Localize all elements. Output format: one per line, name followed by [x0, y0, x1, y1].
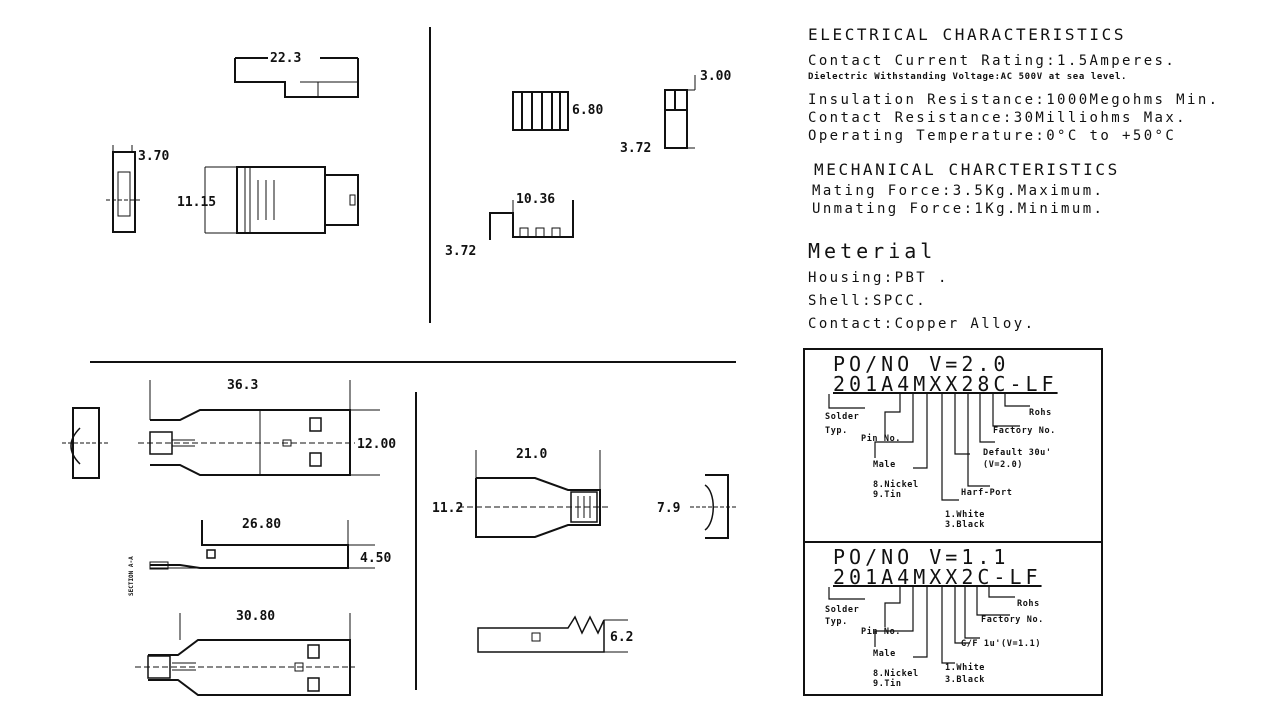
dim-11-15: 11.15: [177, 195, 216, 210]
dim-26-80: 26.80: [242, 517, 281, 532]
ordering-leaders: [828, 587, 1015, 664]
dim-22-3: 22.3: [270, 51, 301, 66]
label-typ: Typ.: [825, 617, 848, 627]
ordering-title: PO/NO V=1.1: [833, 545, 1010, 569]
label-solder: Solder: [825, 605, 860, 615]
label-rohs: Rohs: [1017, 599, 1040, 609]
label-factory: Factory No.: [981, 615, 1044, 625]
label-default: Default 30u': [983, 448, 1052, 458]
dim-3-72-a: 3.72: [620, 141, 651, 156]
label-default-version: (V=2.0): [983, 460, 1024, 470]
material-line: Contact:Copper Alloy.: [808, 316, 1036, 332]
dim-10-36: 10.36: [516, 192, 555, 207]
ordering-box-v1: PO/NO V=1.1 201A4MXX2C-LF Solder Typ. Pi…: [803, 541, 1103, 696]
electrical-line: Operating Temperature:0°C to +50°C: [808, 128, 1177, 144]
dim-6-2: 6.2: [610, 630, 633, 645]
section-label: SECTION A-A: [128, 556, 135, 596]
label-typ: Typ.: [825, 426, 848, 436]
dim-3-72-b: 3.72: [445, 244, 476, 259]
shell-part: [458, 450, 610, 538]
electrical-line: Contact Resistance:30Milliohms Max.: [808, 110, 1188, 126]
usb-plug-side-view: [138, 380, 380, 476]
section-view-left: [62, 407, 110, 479]
contact-part-a: [512, 91, 569, 131]
dim-6-80: 6.80: [572, 103, 603, 118]
dim-12-00: 12.00: [357, 437, 396, 452]
part-number: 201A4MXX2C-LF: [833, 565, 1042, 589]
dim-11-2: 11.2: [432, 501, 463, 516]
contact-part-c: [489, 200, 574, 240]
label-rohs: Rohs: [1029, 408, 1052, 418]
label-white: 1.White: [945, 663, 986, 673]
label-solder: Solder: [825, 412, 860, 422]
dim-7-9: 7.9: [657, 501, 680, 516]
shell-end-view: [690, 474, 738, 539]
material-line: Housing:PBT .: [808, 270, 949, 286]
dim-4-50: 4.50: [360, 551, 391, 566]
usb-plug-bottom-view: [135, 613, 355, 696]
contact-part-b: [664, 75, 696, 149]
part-number: 201A4MXX28C-LF: [833, 372, 1058, 396]
label-nickel: 8.Nickel: [873, 669, 919, 679]
label-nickel: 8.Nickel: [873, 480, 919, 490]
dim-36-3: 36.3: [227, 378, 258, 393]
label-pin: Pin No.: [861, 434, 902, 444]
label-male: Male: [873, 460, 896, 470]
usb-plug-top-view: [149, 520, 375, 570]
mechanical-line: Mating Force:3.5Kg.Maximum.: [812, 183, 1105, 199]
top-view-plug: [234, 57, 359, 98]
electrical-heading: ELECTRICAL CHARACTERISTICS: [808, 25, 1127, 44]
label-tin: 9.Tin: [873, 490, 902, 500]
mechanical-line: Unmating Force:1Kg.Minimum.: [812, 201, 1105, 217]
ordering-box-v2: PO/NO V=2.0 201A4MXX28C-LF Solder Typ. P…: [803, 348, 1103, 543]
ordering-leaders: [828, 394, 1030, 501]
label-black: 3.Black: [945, 520, 986, 530]
dim-21-0: 21.0: [516, 447, 547, 462]
front-view-plug: [204, 166, 359, 234]
mechanical-heading: MECHANICAL CHARCTERISTICS: [814, 160, 1120, 179]
electrical-line: Insulation Resistance:1000Megohms Min.: [808, 92, 1220, 108]
label-male: Male: [873, 649, 896, 659]
dim-3-00: 3.00: [700, 69, 731, 84]
label-half-port: Harf-Port: [961, 488, 1013, 498]
label-tin: 9.Tin: [873, 679, 902, 689]
dim-30-80: 30.80: [236, 609, 275, 624]
label-pin: Pin No.: [861, 627, 902, 637]
electrical-line: Dielectric Withstanding Voltage:AC 500V …: [808, 72, 1127, 82]
contact-tail-part: [477, 615, 628, 653]
material-heading: Meterial: [808, 239, 937, 263]
electrical-line: Contact Current Rating:1.5Amperes.: [808, 53, 1177, 69]
side-view-small: [106, 145, 142, 233]
label-black: 3.Black: [945, 675, 986, 685]
ordering-title: PO/NO V=2.0: [833, 352, 1010, 376]
dim-3-70: 3.70: [138, 149, 169, 164]
label-white: 1.White: [945, 510, 986, 520]
material-line: Shell:SPCC.: [808, 293, 928, 309]
label-gold-flash: G/F 1u'(V=1.1): [961, 639, 1042, 649]
label-factory: Factory No.: [993, 426, 1056, 436]
